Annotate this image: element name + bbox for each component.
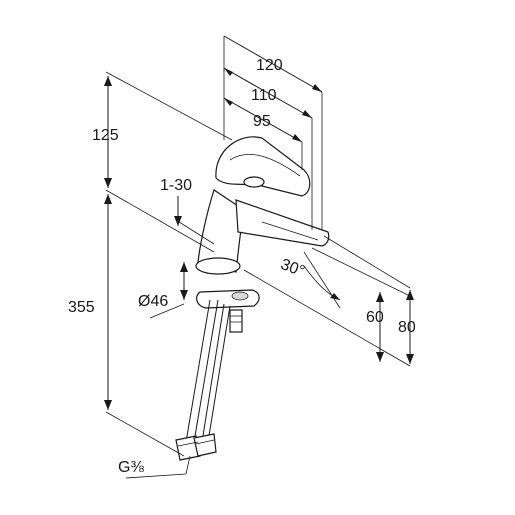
dim-110-label: 110	[251, 87, 277, 104]
faucet-body	[195, 136, 330, 275]
dim-120-label: 120	[256, 57, 283, 74]
dim-355-label: 355	[68, 299, 95, 316]
dimension-labels: 120 110 95 125 1-30 355 Ø46 30° 60 80 G⅜	[68, 57, 416, 476]
dim-60-label: 60	[366, 309, 384, 326]
dim-30-degree-label: 30°	[278, 256, 307, 280]
mounting-fixture	[175, 289, 260, 461]
dim-80-label: 80	[398, 319, 416, 336]
dimension-arrowheads	[104, 68, 414, 410]
dim-1-30-label: 1-30	[160, 177, 192, 194]
dim-95-label: 95	[253, 113, 271, 130]
dim-125-label: 125	[92, 127, 119, 144]
thread-g-3-8-label: G⅜	[118, 459, 144, 476]
dim-diameter-46-label: Ø46	[138, 293, 168, 310]
